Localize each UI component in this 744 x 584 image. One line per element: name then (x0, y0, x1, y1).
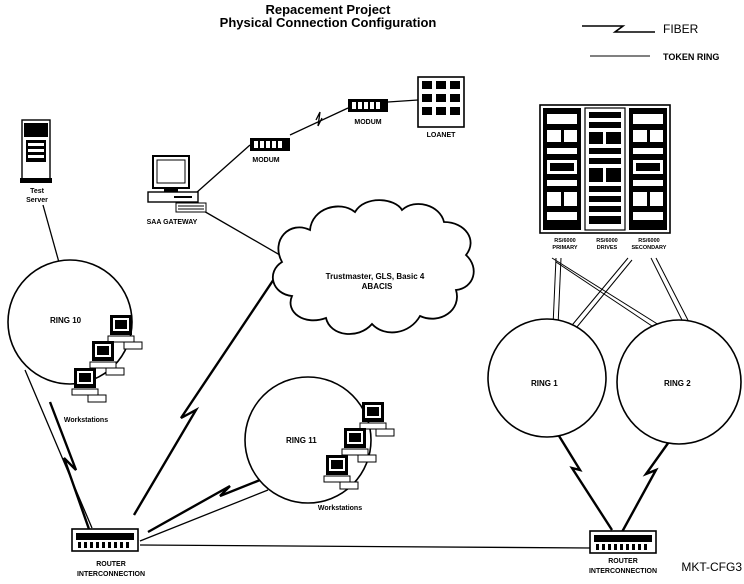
test-server-icon (20, 119, 52, 183)
legend: FIBER TOKEN RING (582, 22, 719, 62)
fiber-legend-symbol (582, 25, 655, 33)
ring11-to-router-link (139, 489, 269, 542)
rs-primary-label1: RS/6000 (554, 238, 575, 244)
gateway-to-cloud-link (201, 209, 293, 263)
ring-2-label: RING 2 (664, 379, 691, 388)
ring-11-label: RING 11 (286, 436, 317, 445)
router-right-label1: ROUTER (608, 558, 638, 565)
rack-to-rings-links (551, 257, 693, 335)
rs-drives-label2: DRIVES (597, 245, 618, 251)
router-to-router-link (139, 544, 591, 549)
rs-primary-label2: PRIMARY (552, 245, 577, 251)
workstation-icon (323, 455, 359, 490)
workstation-icon (341, 428, 377, 463)
fiber-ring2-router (620, 417, 687, 533)
workstation-icon (89, 341, 125, 376)
rs-drives-label1: RS/6000 (596, 238, 617, 244)
diagram-title-line1: Repacement Project (266, 2, 392, 17)
document-id: MKT-CFG3 (681, 560, 742, 574)
diagram-title-line2: Physical Connection Configuration (220, 15, 437, 30)
rs6000-rack-icon (539, 104, 671, 234)
modem-right-label: MODUM (354, 119, 381, 126)
legend-token-ring-label: TOKEN RING (663, 52, 719, 62)
fiber-router-ring11 (147, 478, 261, 534)
test-server-label2: Server (26, 197, 48, 204)
cloud-label-line1: Trustmaster, GLS, Basic 4 (326, 272, 425, 281)
modem-left-icon (250, 138, 290, 151)
fiber-ring10-router (48, 401, 92, 533)
test-server-label: Test (30, 188, 45, 195)
loanet-label: LOANET (427, 132, 457, 139)
gateway-to-modem-link (195, 144, 251, 194)
workstation-icon (107, 315, 143, 350)
router-left-icon (71, 528, 139, 552)
router-left-label1: ROUTER (96, 561, 126, 568)
saa-gateway-label: SAA GATEWAY (147, 219, 198, 226)
rs-secondary-label1: RS/6000 (638, 238, 659, 244)
workstation-icon (71, 368, 107, 403)
ring-2 (616, 319, 742, 445)
ring-1-label: RING 1 (531, 379, 558, 388)
modem-left-label: MODUM (252, 157, 279, 164)
fiber-router-cloud (132, 269, 281, 516)
ring-10-label: RING 10 (50, 316, 82, 325)
workstation-icon (359, 402, 395, 437)
ring10-workstations-label: Workstations (64, 417, 108, 424)
legend-fiber-label: FIBER (663, 22, 699, 36)
modem-antenna-icon (315, 111, 323, 127)
modem-to-loanet-link (387, 99, 419, 103)
router-right-label2: INTERCONNECTION (589, 568, 657, 575)
ring10-to-router-link (24, 369, 93, 529)
mainframe-cloud (271, 199, 475, 335)
loanet-device-icon (417, 76, 465, 128)
ring11-workstations-label: Workstations (318, 505, 362, 512)
rs-secondary-label2: SECONDARY (632, 245, 667, 251)
fiber-ring1-router (546, 417, 614, 531)
router-right-icon (589, 530, 657, 554)
cloud-label-line2: ABACIS (362, 282, 393, 291)
saa-gateway-computer-icon (147, 155, 207, 213)
router-left-label2: INTERCONNECTION (77, 571, 145, 578)
ring-1 (487, 318, 607, 438)
server-to-ring10-link (42, 204, 61, 267)
modem-right-icon (348, 99, 388, 112)
